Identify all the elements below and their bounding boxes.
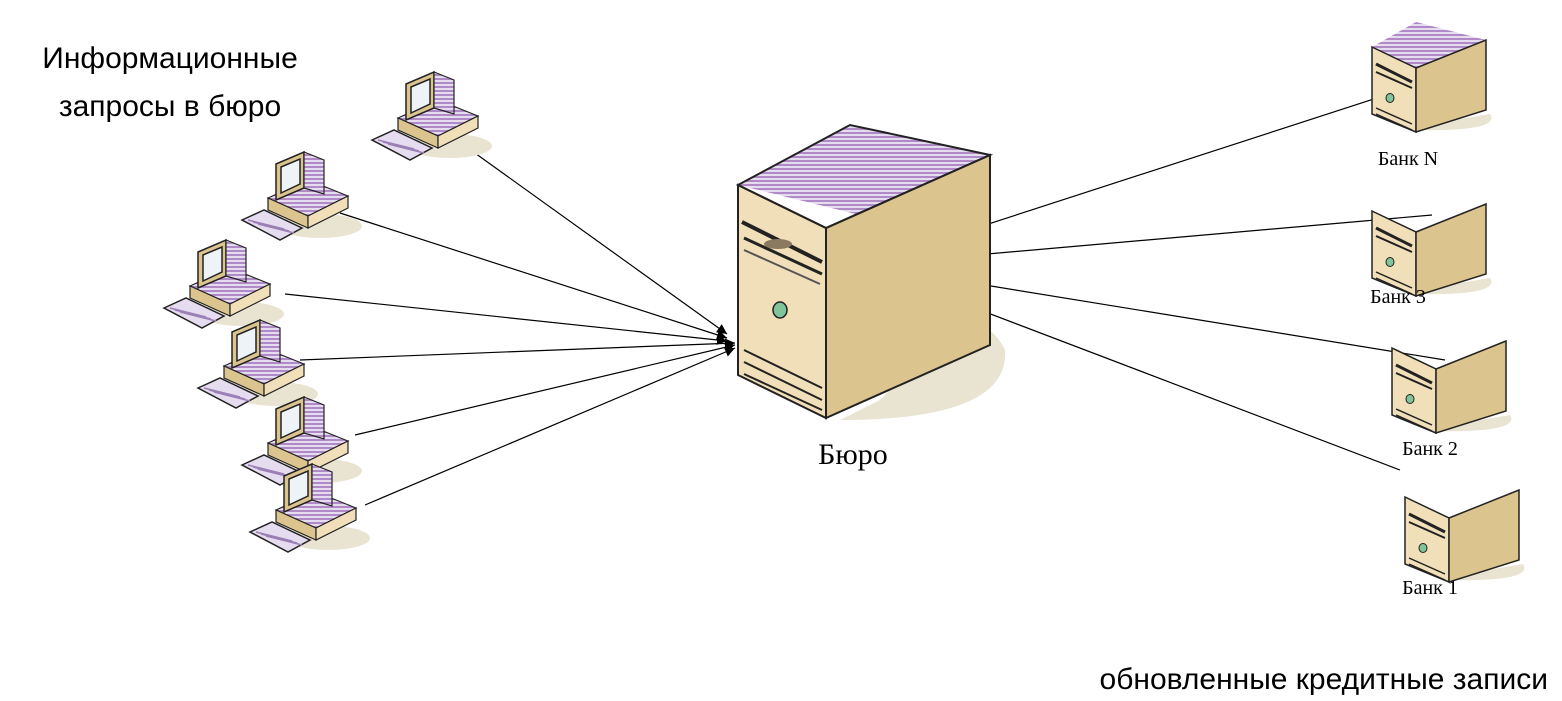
bank-servers: Банк N Банк 3 Банк 2 Банк 1: [1370, 22, 1525, 599]
bureau-server-top: [738, 125, 990, 220]
request-connections: [284, 127, 736, 506]
bureau-label: Бюро: [818, 438, 888, 471]
request-arrow-6: [364, 347, 736, 506]
request-arrow-4: [299, 338, 736, 361]
bank-label: Банк 1: [1402, 577, 1458, 599]
bank-label: Банк 3: [1370, 286, 1426, 308]
bank-server-icon: [1371, 22, 1492, 134]
request-arrow-3: [284, 293, 728, 345]
bank-server-icon: [1404, 488, 1525, 584]
workstation-icon: [370, 70, 492, 161]
request-arrow-2: [339, 212, 728, 340]
workstation-icon: [196, 318, 318, 409]
updates-label: обновленные кредитные записи: [1100, 663, 1548, 696]
requests-label-line2: запросы в бюро: [59, 90, 281, 123]
bank-label: Банк N: [1378, 148, 1438, 170]
requests-label-line1: Информационные: [42, 42, 298, 75]
bank-label: Банк 2: [1402, 438, 1458, 460]
bank-server-icon: [1391, 339, 1512, 435]
request-arrow-1: [439, 127, 728, 335]
bureau-server: [735, 123, 1006, 420]
workstations: [162, 70, 492, 553]
workstation-icon: [240, 150, 362, 241]
power-led-icon: [772, 301, 788, 319]
workstation-icon: [248, 462, 370, 553]
request-arrow-5: [354, 342, 736, 436]
workstation-icon: [162, 238, 284, 329]
bank-server-icon: [1371, 202, 1492, 298]
